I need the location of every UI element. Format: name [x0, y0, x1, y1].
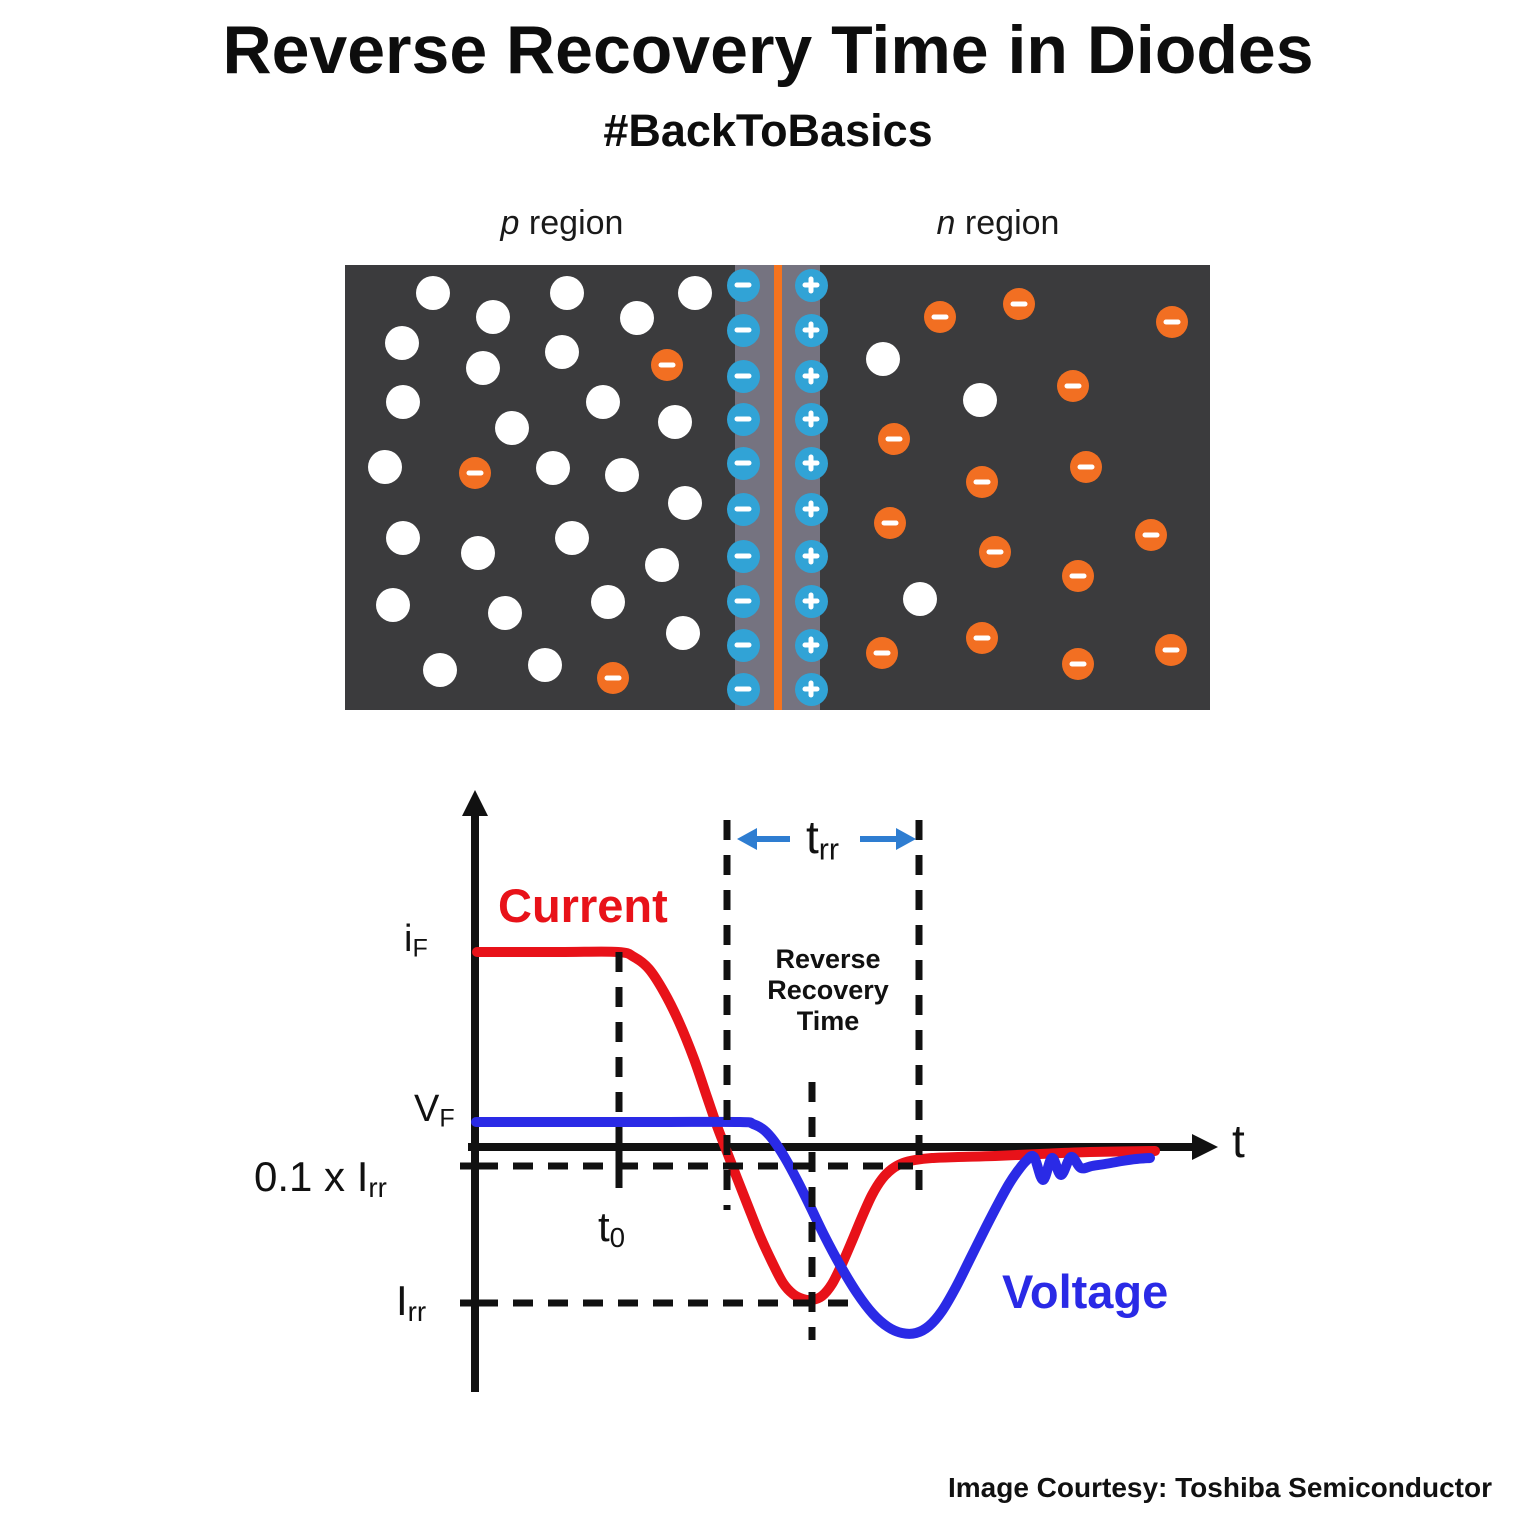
- positive-ion: [794, 359, 828, 393]
- hole: [476, 300, 510, 334]
- negative-ion: [726, 672, 760, 706]
- hole: [545, 335, 579, 369]
- n-region-label: n region: [937, 206, 1060, 240]
- hole: [385, 326, 419, 360]
- p-region-word: region: [519, 204, 624, 242]
- hole: [645, 548, 679, 582]
- hole: [416, 276, 450, 310]
- page-title: Reverse Recovery Time in Diodes: [222, 12, 1314, 88]
- electron: [966, 466, 998, 498]
- electron: [1070, 451, 1102, 483]
- voltage-series-label: Voltage: [1002, 1265, 1169, 1318]
- positive-ion: [794, 539, 828, 573]
- hole: [488, 596, 522, 630]
- negative-ion: [726, 446, 760, 480]
- trr-left-arrowhead-icon: [737, 828, 757, 850]
- trr-right-arrowhead-icon: [896, 828, 916, 850]
- positive-ion: [794, 402, 828, 436]
- positive-ion: [794, 268, 828, 302]
- voltage-curve: [471, 1116, 1155, 1339]
- negative-ion: [726, 628, 760, 662]
- electron: [878, 423, 910, 455]
- p-region-label: p region: [501, 206, 624, 240]
- electron: [1057, 370, 1089, 402]
- junction-center-line: [774, 265, 782, 710]
- negative-ion: [726, 539, 760, 573]
- hole: [903, 582, 937, 616]
- negative-ion: [726, 402, 760, 436]
- negative-ion: [726, 584, 760, 618]
- pn-junction-diagram: [345, 265, 1210, 710]
- negative-ion: [726, 492, 760, 526]
- positive-ion: [794, 446, 828, 480]
- hole: [666, 616, 700, 650]
- recovery-waveform-chart: [460, 790, 1218, 1392]
- hole: [423, 653, 457, 687]
- hole: [678, 276, 712, 310]
- electron: [979, 536, 1011, 568]
- hole: [658, 405, 692, 439]
- positive-ion: [794, 313, 828, 347]
- hole: [461, 536, 495, 570]
- if-axis-label: iF: [404, 918, 428, 963]
- electron: [874, 507, 906, 539]
- positive-ion: [794, 628, 828, 662]
- t-axis-label: t: [1232, 1115, 1245, 1167]
- hole: [376, 588, 410, 622]
- x-axis-arrowhead-icon: [1192, 1134, 1218, 1160]
- electron: [866, 637, 898, 669]
- positive-ion: [794, 672, 828, 706]
- positive-ion: [794, 584, 828, 618]
- current-series-label: Current: [498, 879, 668, 932]
- reverse-recovery-time-note: Reverse Recovery Time: [767, 944, 889, 1036]
- p-region-letter: p: [500, 204, 520, 242]
- electron: [1156, 306, 1188, 338]
- y-axis-arrowhead-icon: [462, 790, 488, 816]
- hole: [866, 342, 900, 376]
- hole: [466, 351, 500, 385]
- electron: [1062, 560, 1094, 592]
- negative-ion: [726, 359, 760, 393]
- hole: [605, 458, 639, 492]
- electron: [651, 349, 683, 381]
- irr-axis-label: Irr: [396, 1277, 427, 1328]
- current-curve: [472, 946, 1160, 1306]
- positive-ion: [794, 492, 828, 526]
- electron: [597, 662, 629, 694]
- credit-text: Image Courtesy: Toshiba Semiconductor: [947, 1472, 1492, 1503]
- t0-axis-label: t0: [598, 1203, 626, 1254]
- hole: [386, 385, 420, 419]
- electron: [1003, 288, 1035, 320]
- negative-ion: [726, 268, 760, 302]
- electron: [1062, 648, 1094, 680]
- negative-ion: [726, 313, 760, 347]
- hole: [591, 585, 625, 619]
- n-region-word: region: [955, 204, 1060, 242]
- hole: [536, 451, 570, 485]
- electron: [1155, 634, 1187, 666]
- hole: [586, 385, 620, 419]
- hole: [555, 521, 589, 555]
- hole: [668, 486, 702, 520]
- page-subtitle: #BackToBasics: [603, 105, 933, 156]
- electron: [966, 622, 998, 654]
- hole: [386, 521, 420, 555]
- vf-axis-label: VF: [414, 1088, 455, 1133]
- hole: [368, 450, 402, 484]
- trr-label: trr: [806, 811, 840, 867]
- irr-tenth-axis-label: 0.1 x Irr: [254, 1153, 387, 1204]
- electron: [924, 301, 956, 333]
- hole: [528, 648, 562, 682]
- hole: [963, 383, 997, 417]
- electron: [459, 457, 491, 489]
- n-region-letter: n: [936, 204, 956, 242]
- hole: [550, 276, 584, 310]
- electron: [1135, 519, 1167, 551]
- hole: [495, 411, 529, 445]
- hole: [620, 301, 654, 335]
